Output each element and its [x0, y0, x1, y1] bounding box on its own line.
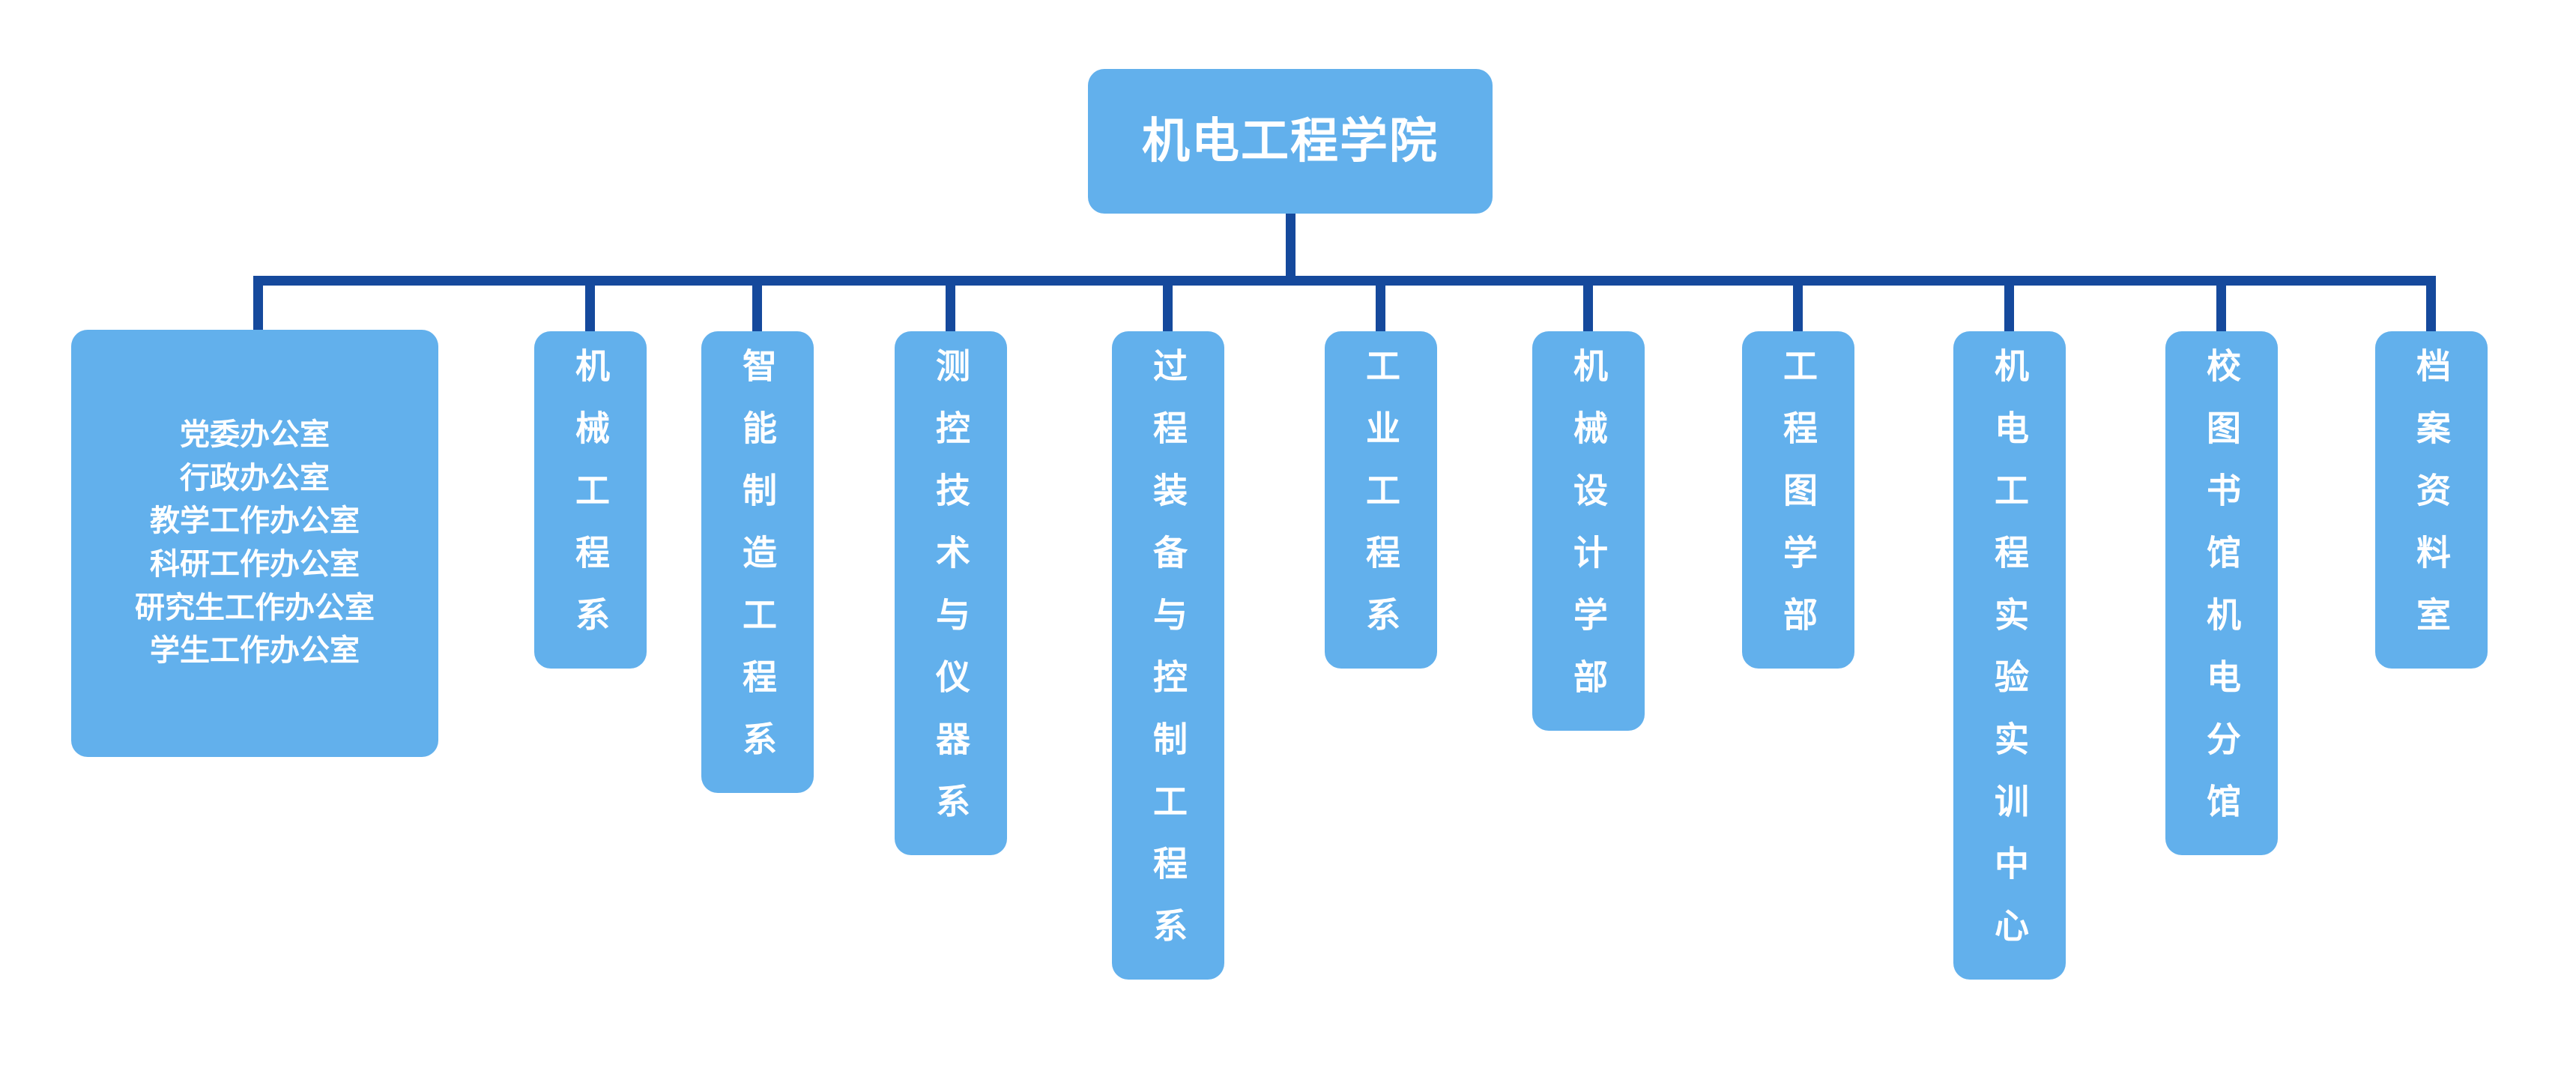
connector-drop-dangan: [2426, 276, 2436, 331]
connector-drop-gongye-gongcheng: [1376, 276, 1385, 331]
office-line: 党委办公室: [180, 417, 330, 453]
node-engineering-graphics-division[interactable]: 工程图学部: [1742, 331, 1854, 669]
connector-drop-gongcheng-tuxue: [1793, 276, 1803, 331]
connector-drop-zhineng-zhizao: [752, 276, 762, 331]
node-label: 机电工程实验实训中心: [1989, 348, 2030, 970]
connector-drop-shiyan-shixun: [2004, 276, 2014, 331]
node-mechanical-design-division[interactable]: 机械设计学部: [1532, 331, 1645, 731]
node-label: 智能制造工程系: [737, 348, 778, 783]
connector-drop-guocheng-zhuangbei: [1163, 276, 1173, 331]
connector-horizontal-bus: [253, 276, 2436, 286]
node-measurement-control-instrument-dept[interactable]: 测控技术与仪器系: [895, 331, 1007, 855]
connector-drop-jixie-sheji: [1583, 276, 1593, 331]
node-label: 工业工程系: [1361, 348, 1401, 659]
node-label: 机械工程系: [570, 348, 611, 659]
connector-root-stem: [1286, 214, 1295, 277]
office-line: 研究生工作办公室: [135, 590, 375, 625]
connector-drop-offices: [253, 276, 263, 331]
node-archives-room[interactable]: 档案资料室: [2375, 331, 2488, 669]
node-label: 档案资料室: [2411, 348, 2452, 659]
connector-drop-cekong: [946, 276, 955, 331]
node-library-branch[interactable]: 校图书馆机电分馆: [2165, 331, 2278, 855]
office-line-list: 党委办公室 行政办公室 教学工作办公室 科研工作办公室 研究生工作办公室 学生工…: [79, 414, 431, 673]
office-line: 学生工作办公室: [150, 633, 360, 669]
node-administrative-offices[interactable]: 党委办公室 行政办公室 教学工作办公室 科研工作办公室 研究生工作办公室 学生工…: [71, 330, 438, 757]
node-industrial-engineering-dept[interactable]: 工业工程系: [1325, 331, 1437, 669]
node-label: 工程图学部: [1778, 348, 1818, 659]
node-label: 过程装备与控制工程系: [1148, 348, 1188, 970]
node-root-college[interactable]: 机电工程学院: [1088, 69, 1493, 214]
node-label: 校图书馆机电分馆: [2201, 348, 2242, 845]
office-line: 行政办公室: [180, 460, 330, 495]
node-label: 测控技术与仪器系: [931, 348, 971, 845]
node-root-label: 机电工程学院: [1142, 113, 1439, 169]
office-line: 科研工作办公室: [150, 547, 360, 582]
node-process-equipment-control-dept[interactable]: 过程装备与控制工程系: [1112, 331, 1224, 980]
connector-drop-tushuguan: [2216, 276, 2226, 331]
node-intelligent-manufacturing-dept[interactable]: 智能制造工程系: [701, 331, 814, 793]
node-mechanical-engineering-dept[interactable]: 机械工程系: [534, 331, 647, 669]
node-experiment-training-center[interactable]: 机电工程实验实训中心: [1953, 331, 2066, 980]
connector-drop-jixie-gongcheng: [585, 276, 595, 331]
node-label: 机械设计学部: [1568, 348, 1609, 721]
office-line: 教学工作办公室: [150, 504, 360, 539]
